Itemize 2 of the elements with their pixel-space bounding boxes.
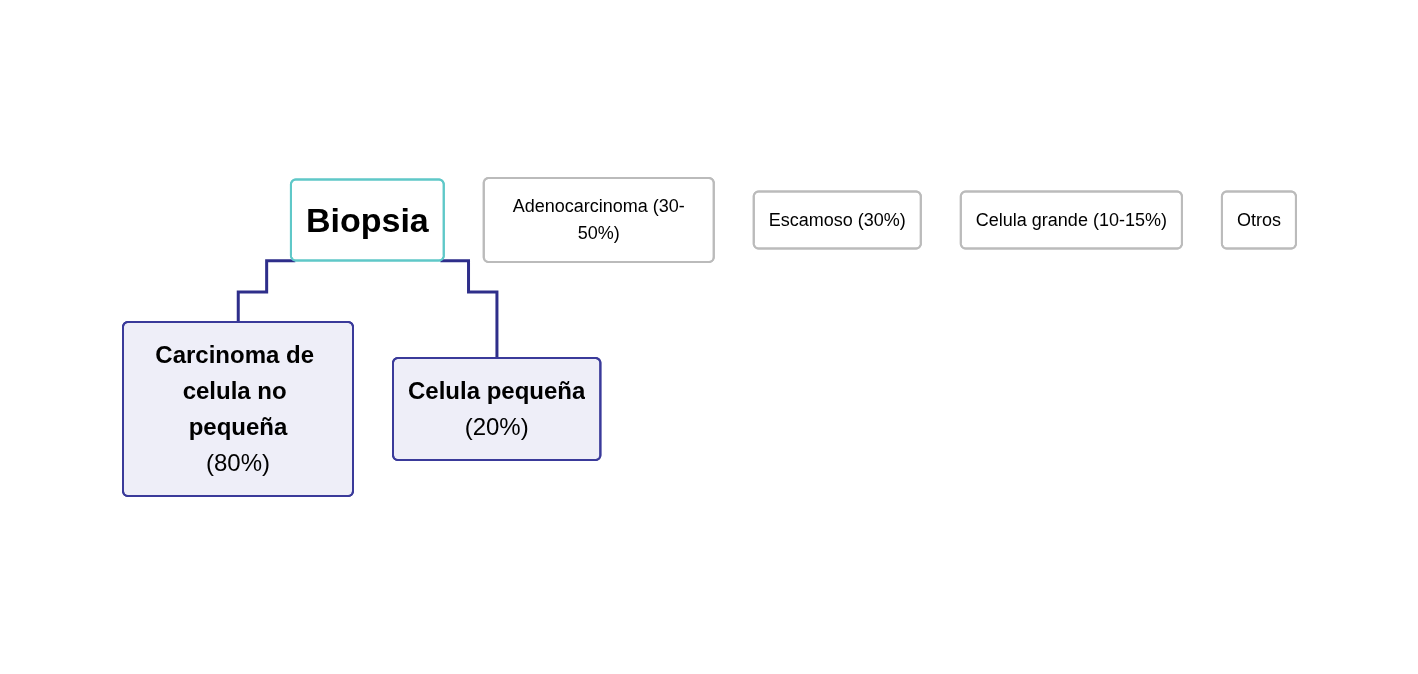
connector	[236, 259, 295, 324]
connector	[439, 259, 499, 360]
